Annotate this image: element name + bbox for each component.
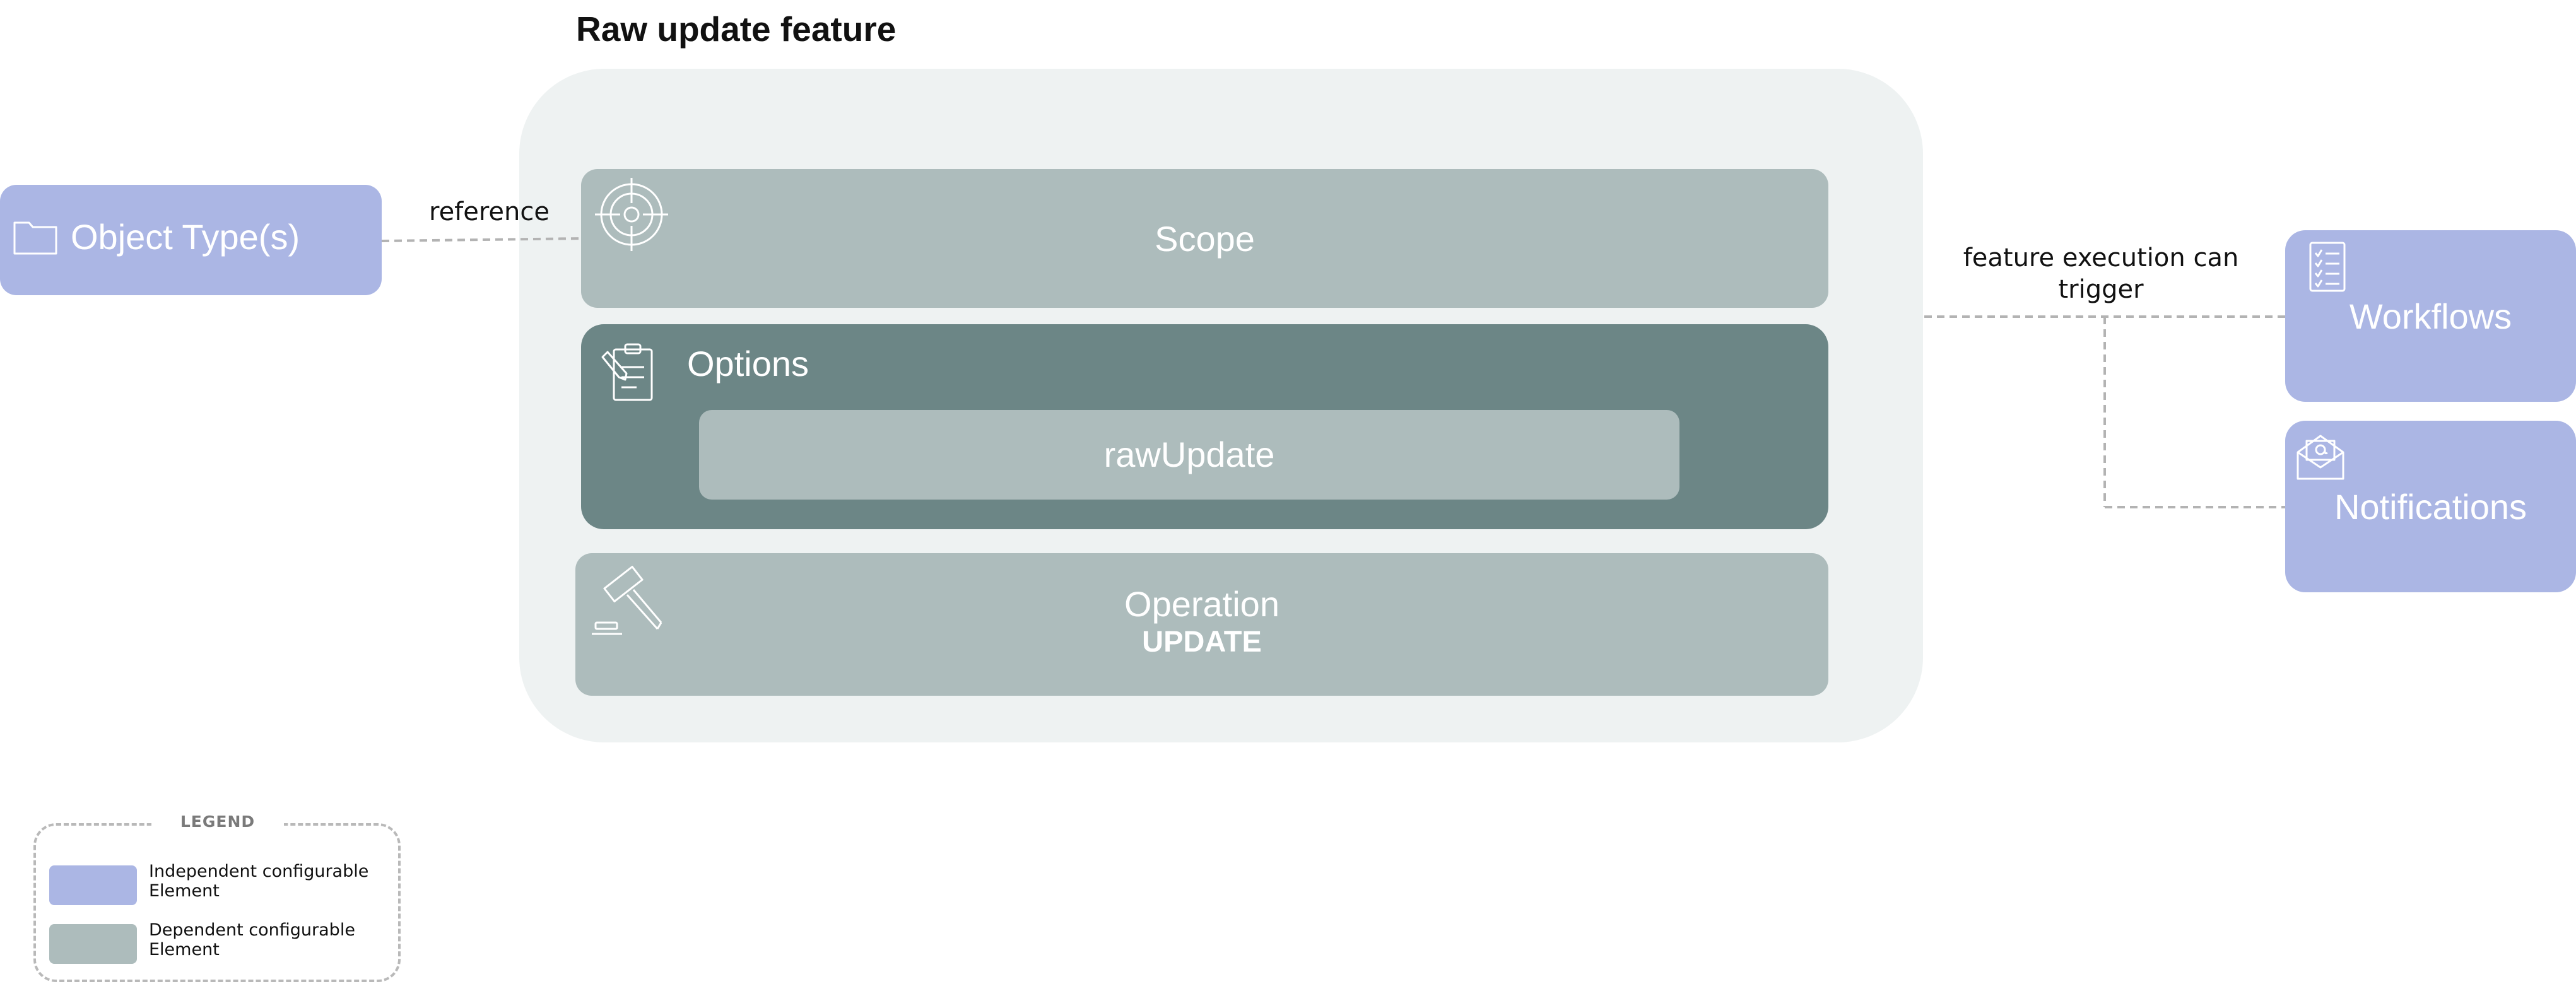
notifications-box[interactable]: Notifications	[2285, 421, 2576, 592]
notifications-label: Notifications	[2334, 487, 2527, 527]
reference-connector	[381, 237, 582, 242]
folder-icon	[13, 221, 57, 255]
workflows-label: Workflows	[2349, 296, 2512, 336]
operation-sub-label: UPDATE	[1142, 624, 1262, 658]
legend-title: LEGEND	[151, 812, 284, 831]
mail-icon	[2297, 435, 2344, 480]
legend-swatch-dependent	[49, 924, 137, 964]
trigger-label-line-1: feature execution can	[1963, 243, 2239, 272]
legend-text-dependent: Dependent configurable Element	[149, 920, 355, 959]
clipboard-icon	[601, 343, 653, 401]
trigger-label-line-2: trigger	[2058, 275, 2144, 304]
target-icon	[595, 178, 668, 251]
object-types-box[interactable]: Object Type(s)	[0, 185, 382, 295]
scope-box[interactable]: Scope	[581, 169, 1828, 308]
trigger-label: feature execution can trigger	[1953, 242, 2249, 305]
legend-text-independent: Independent configurable Element	[149, 862, 368, 901]
legend-text-independent-line-2: Element	[149, 881, 220, 901]
options-box[interactable]: Options rawUpdate	[581, 324, 1828, 529]
diagram-title: Raw update feature	[576, 9, 897, 49]
gavel-icon	[592, 566, 662, 635]
scope-label: Scope	[1155, 219, 1255, 259]
checklist-icon	[2309, 242, 2346, 292]
operation-label: Operation	[1124, 584, 1279, 624]
object-types-label: Object Type(s)	[71, 217, 300, 257]
raw-update-label: rawUpdate	[1103, 435, 1275, 474]
operation-box[interactable]: Operation UPDATE	[575, 553, 1828, 696]
legend-swatch-independent	[49, 865, 137, 905]
legend-text-dependent-line-2: Element	[149, 940, 220, 959]
legend-text-independent-line-1: Independent configurable	[149, 862, 369, 881]
legend-text-dependent-line-1: Dependent configurable	[149, 920, 355, 940]
reference-label: reference	[429, 197, 550, 226]
raw-update-option[interactable]: rawUpdate	[699, 410, 1679, 500]
workflows-box[interactable]: Workflows	[2285, 230, 2576, 402]
options-label: Options	[687, 344, 809, 384]
